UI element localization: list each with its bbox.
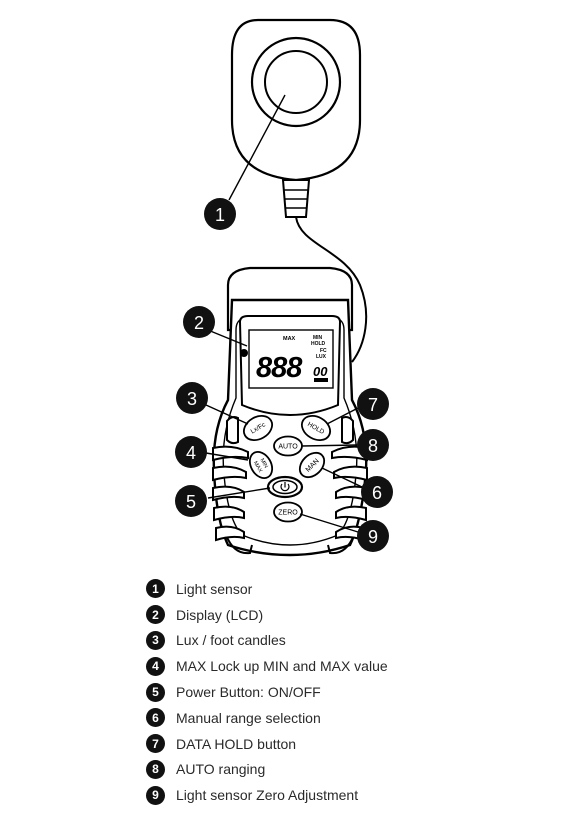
callout-8: 8 bbox=[357, 429, 389, 461]
svg-text:6: 6 bbox=[372, 483, 382, 503]
lcd-lux-label: LUX bbox=[316, 354, 327, 360]
lcd-fc-label: FC bbox=[320, 348, 327, 354]
legend-number: 4 bbox=[146, 656, 165, 676]
callout-9: 9 bbox=[357, 520, 389, 552]
legend-item-power: 5 Power Button: ON/OFF bbox=[146, 679, 546, 705]
callout-2: 2 bbox=[183, 306, 215, 338]
svg-text:2: 2 bbox=[194, 313, 204, 333]
callout-1: 1 bbox=[204, 198, 236, 230]
power-icon bbox=[280, 482, 290, 492]
legend-item-manual-range: 6 Manual range selection bbox=[146, 705, 546, 731]
lcd-max-label: MAX bbox=[283, 336, 296, 342]
lcd-readout: MAX MIN HOLD FC LUX 888 00 bbox=[240, 335, 328, 384]
legend-label: Light sensor bbox=[176, 580, 253, 597]
power-button[interactable] bbox=[266, 475, 304, 499]
callout-3: 3 bbox=[176, 382, 208, 414]
legend-item-display: 2 Display (LCD) bbox=[146, 602, 546, 628]
left-grip bbox=[212, 416, 249, 542]
callout-6: 6 bbox=[361, 476, 393, 508]
callout-7: 7 bbox=[357, 388, 389, 420]
zero-button[interactable]: ZERO bbox=[273, 501, 303, 523]
legend-label: DATA HOLD button bbox=[176, 735, 297, 752]
legend-item-auto-ranging: 8 AUTO ranging bbox=[146, 757, 546, 783]
callout-leader-lines bbox=[202, 94, 363, 533]
legend-number: 5 bbox=[146, 682, 165, 702]
min-max-button-label-top: MIN bbox=[258, 458, 268, 470]
lcd-small-digits: 00 bbox=[313, 364, 328, 379]
legend-label: Manual range selection bbox=[176, 709, 321, 726]
legend-label: AUTO ranging bbox=[176, 761, 266, 778]
lcd-min-label: MIN bbox=[313, 335, 323, 341]
legend-number: 9 bbox=[146, 785, 165, 805]
legend-number: 3 bbox=[146, 630, 165, 650]
legend-item-zero-adjustment: 9 Light sensor Zero Adjustment bbox=[146, 782, 546, 808]
lcd-hold-label: HOLD bbox=[311, 341, 326, 347]
legend-label: MAX Lock up MIN and MAX value bbox=[176, 658, 388, 675]
svg-text:8: 8 bbox=[368, 436, 378, 456]
svg-text:5: 5 bbox=[186, 492, 196, 512]
svg-text:7: 7 bbox=[368, 395, 378, 415]
light-sensor-head bbox=[230, 18, 362, 218]
svg-text:9: 9 bbox=[368, 527, 378, 547]
legend-number: 7 bbox=[146, 734, 165, 754]
man-button[interactable]: MAN bbox=[295, 448, 329, 482]
legend-label: Lux / foot candles bbox=[176, 632, 286, 649]
svg-text:1: 1 bbox=[215, 205, 225, 225]
right-grip bbox=[331, 416, 368, 542]
legend-label: Power Button: ON/OFF bbox=[176, 684, 321, 701]
legend-number: 2 bbox=[146, 605, 165, 625]
legend-list: 1 Light sensor 2 Display (LCD) 3 Lux / f… bbox=[146, 576, 546, 808]
lcd-indicator-dot bbox=[240, 349, 248, 357]
light-meter-diagram: MAX MIN HOLD FC LUX 888 00 Lx/Fc HOLD bbox=[175, 18, 393, 557]
callout-4: 4 bbox=[175, 436, 207, 468]
zero-button-label: ZERO bbox=[278, 510, 298, 517]
legend-number: 1 bbox=[146, 579, 165, 599]
min-max-button-label-bottom: MAX bbox=[252, 460, 263, 474]
legend-item-data-hold: 7 DATA HOLD button bbox=[146, 731, 546, 757]
legend-item-max: 4 MAX Lock up MIN and MAX value bbox=[146, 653, 546, 679]
svg-text:4: 4 bbox=[186, 443, 196, 463]
legend-label: Display (LCD) bbox=[176, 606, 264, 623]
callout-5: 5 bbox=[175, 485, 207, 517]
legend-label: Light sensor Zero Adjustment bbox=[176, 787, 359, 804]
sensor-cable bbox=[295, 216, 368, 363]
svg-text:3: 3 bbox=[187, 389, 197, 409]
min-max-button[interactable]: MIN MAX bbox=[245, 448, 276, 482]
legend-number: 8 bbox=[146, 759, 165, 779]
legend-item-lux-fc: 3 Lux / foot candles bbox=[146, 628, 546, 654]
lcd-digits: 888 bbox=[256, 352, 303, 384]
auto-button[interactable]: AUTO bbox=[273, 435, 303, 457]
legend-number: 6 bbox=[146, 708, 165, 728]
meter-body bbox=[212, 266, 368, 557]
lux-fc-button[interactable]: Lx/Fc bbox=[240, 411, 277, 445]
hold-button[interactable]: HOLD bbox=[298, 411, 335, 445]
legend-item-light-sensor: 1 Light sensor bbox=[146, 576, 546, 602]
auto-button-label: AUTO bbox=[278, 444, 298, 451]
